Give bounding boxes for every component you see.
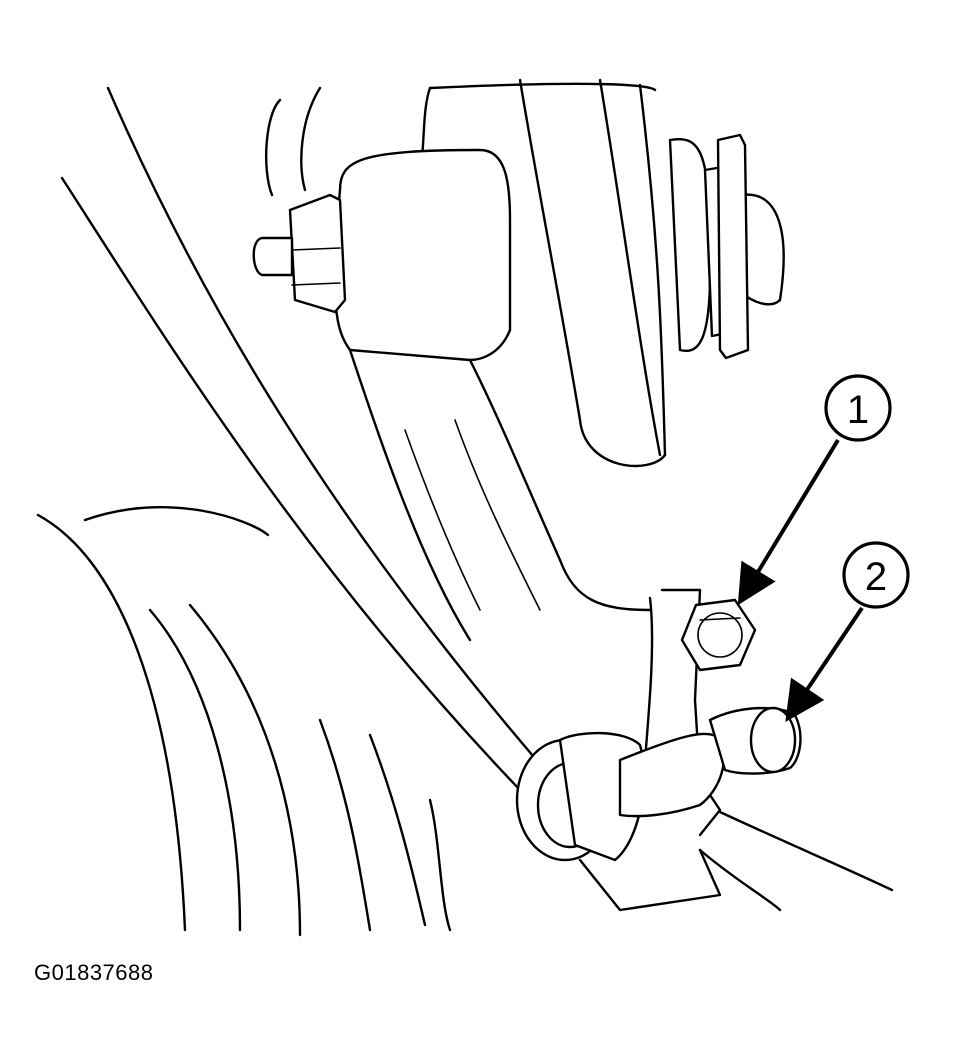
bushing-housing <box>333 148 562 642</box>
bushing-bolt-right <box>668 133 785 360</box>
callout-2: 2 <box>785 541 910 722</box>
stabilizer-link-assembly <box>515 706 802 862</box>
upper-control-arm <box>264 78 667 468</box>
callout-2-label: 2 <box>865 555 887 599</box>
tire-outline <box>36 506 427 937</box>
callout-1-label: 1 <box>847 388 869 432</box>
figure-id: G01837688 <box>34 960 154 985</box>
hex-nut <box>680 598 757 672</box>
callout-1: 1 <box>737 374 892 606</box>
bushing-bolt-left <box>252 193 347 314</box>
